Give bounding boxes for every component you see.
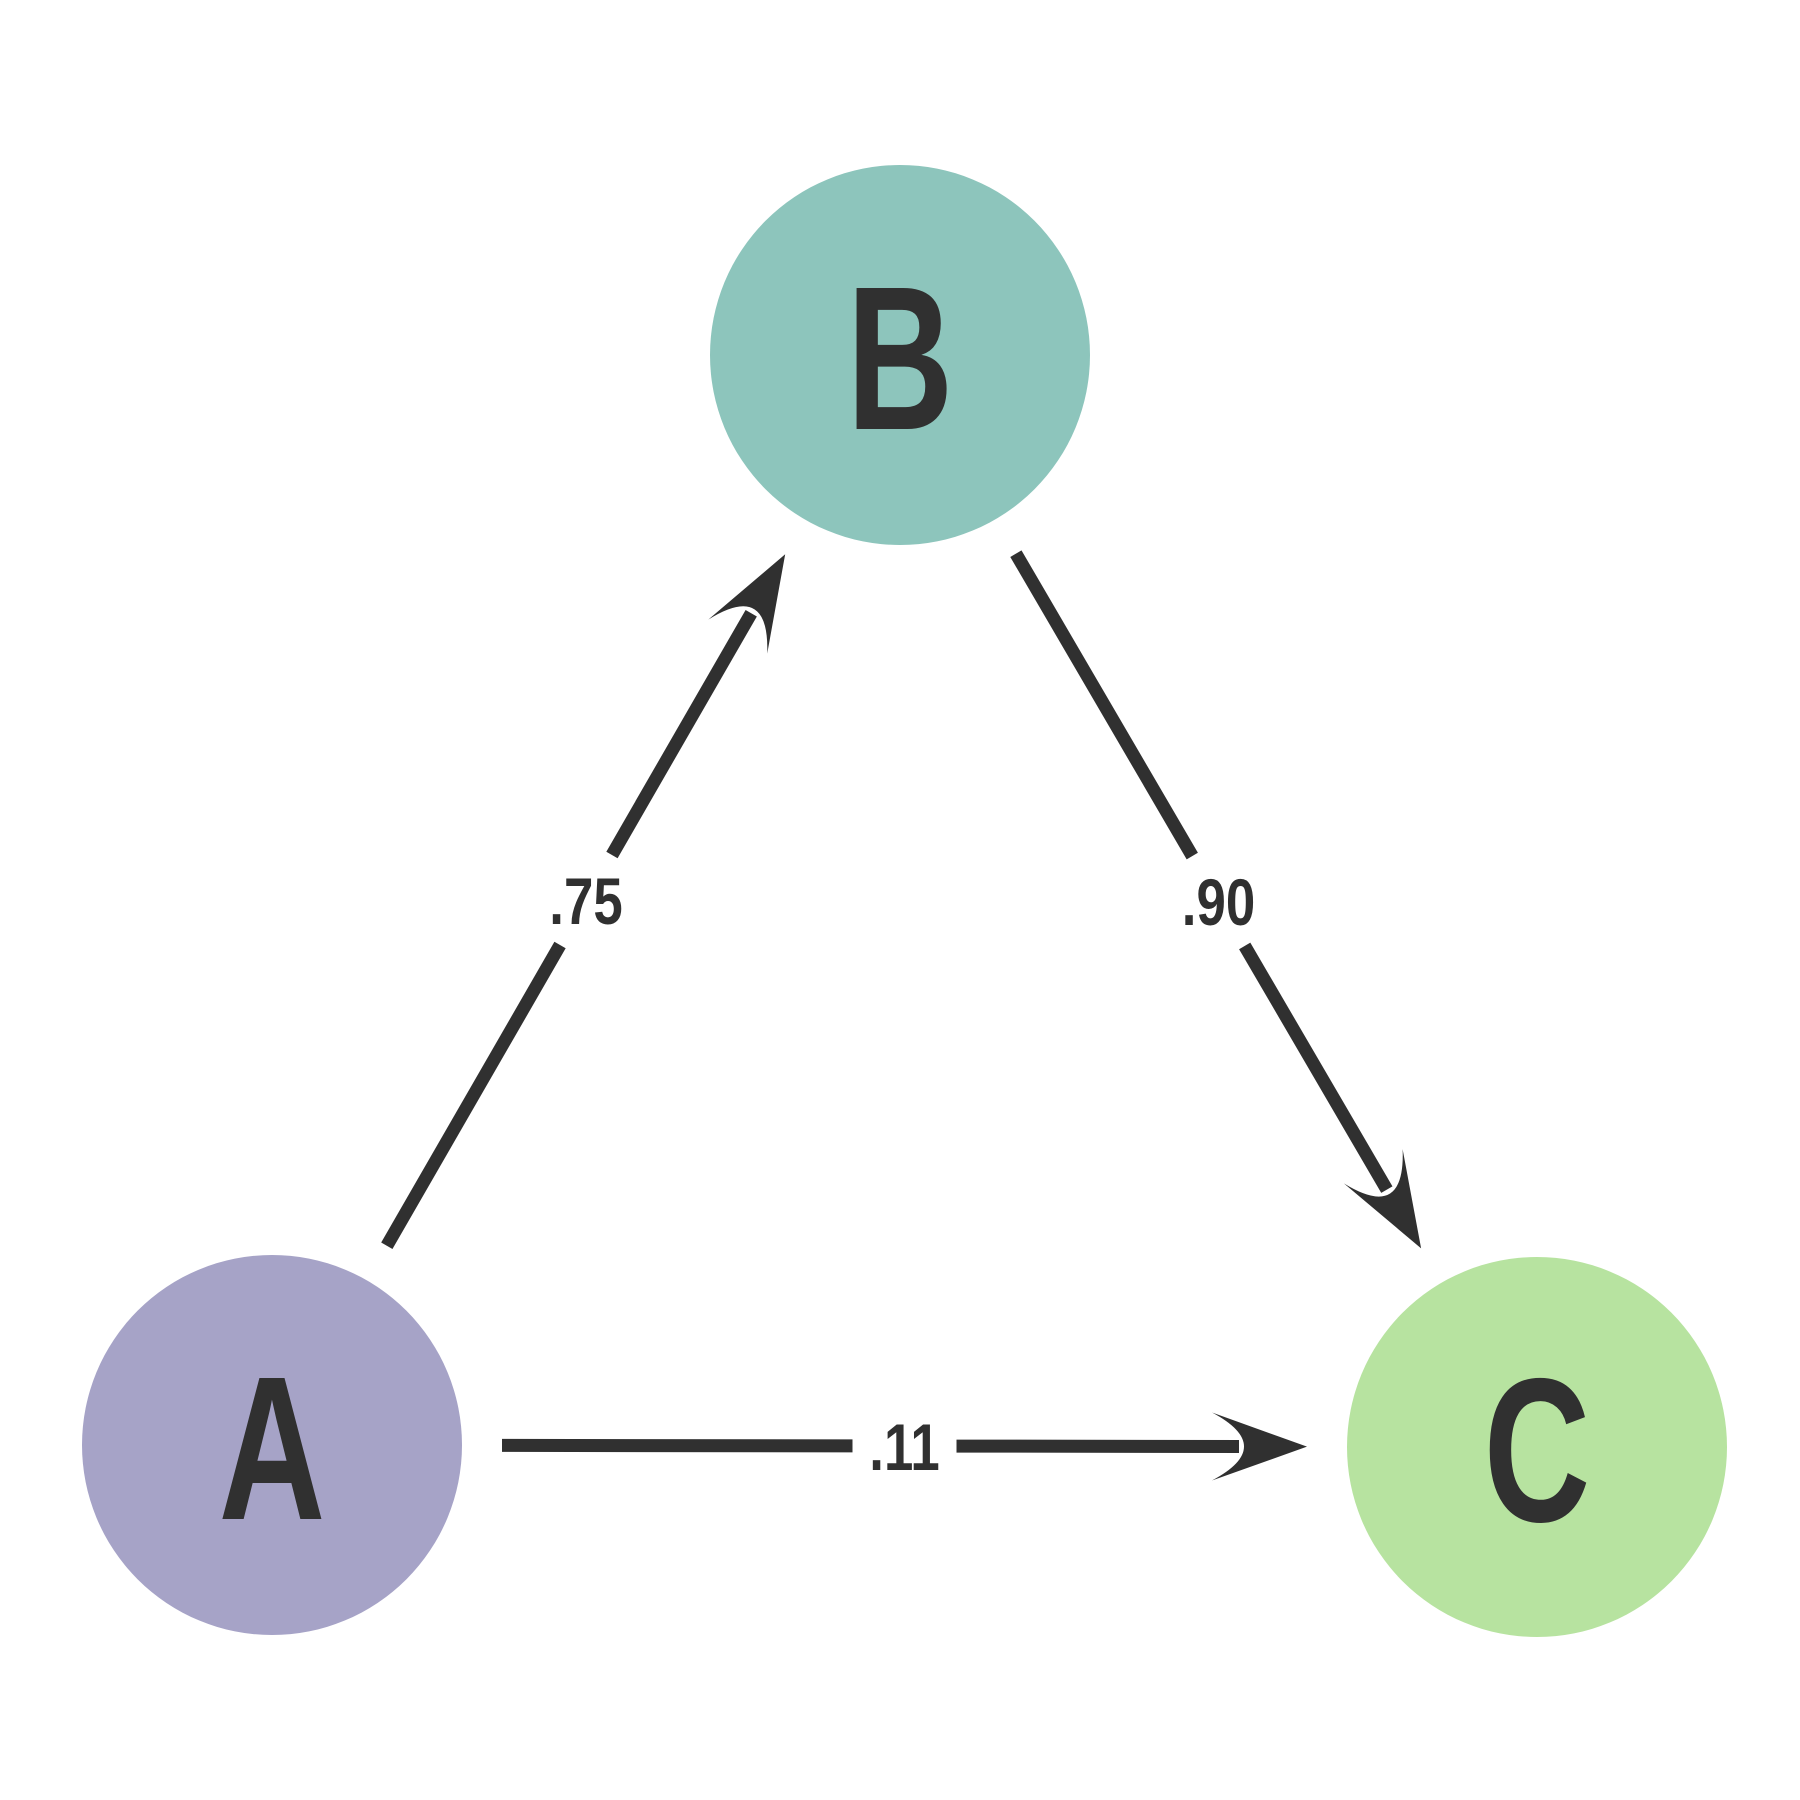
node-C-circle	[1347, 1257, 1727, 1637]
edge-A-B: .75	[381, 554, 786, 1249]
node-A-circle	[82, 1255, 462, 1635]
edge-shaft-segment	[606, 609, 757, 859]
node-A: A	[82, 1255, 462, 1635]
node-C-label: C	[1484, 1335, 1591, 1565]
edge-shaft-segment	[501, 1438, 853, 1453]
edge-shaft-segment	[1239, 942, 1393, 1193]
node-A-label: A	[219, 1333, 326, 1563]
node-B: B	[710, 165, 1090, 545]
edge-label-A-B: .75	[549, 864, 622, 938]
edge-B-C: .90	[1010, 550, 1422, 1249]
node-C: C	[1347, 1257, 1727, 1637]
edge-arrowhead-icon	[1343, 1149, 1422, 1249]
edge-arrowhead-icon	[1211, 1412, 1308, 1481]
edge-A-C: .11	[501, 1410, 1308, 1484]
edge-label-B-C: .90	[1182, 865, 1255, 939]
edge-arrowhead-icon	[708, 554, 786, 654]
edge-label-A-C: .11	[869, 1410, 939, 1484]
edge-shaft-segment	[381, 941, 566, 1249]
node-B-label: B	[847, 243, 954, 473]
node-B-circle	[710, 165, 1090, 545]
edge-shaft-segment	[1010, 550, 1198, 860]
